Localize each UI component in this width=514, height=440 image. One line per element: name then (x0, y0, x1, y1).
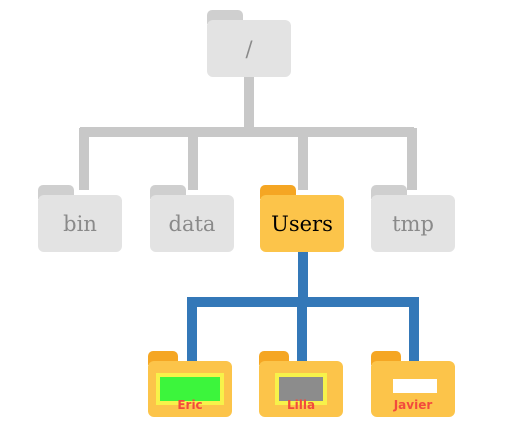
folder-data[interactable]: data (150, 185, 234, 252)
folder-lilla[interactable]: Lilla (259, 351, 343, 417)
javier-thumbnail-fill (393, 379, 437, 393)
folder-javier[interactable]: Javier (371, 351, 455, 417)
folder-tmp-label: tmp (371, 195, 455, 252)
folder-users[interactable]: Users (260, 185, 344, 252)
lilla-thumbnail-fill (279, 377, 323, 401)
folder-javier-label: Javier (393, 398, 433, 412)
folder-tmp[interactable]: tmp (371, 185, 455, 252)
root-folder[interactable]: / (207, 10, 291, 77)
folder-data-label: data (150, 195, 234, 252)
root-folder-label: / (207, 20, 291, 77)
folder-eric[interactable]: Eric (148, 351, 232, 417)
folder-bin-label: bin (38, 195, 122, 252)
eric-thumbnail-fill (160, 377, 220, 401)
folder-bin[interactable]: bin (38, 185, 122, 252)
folder-eric-label: Eric (177, 398, 203, 412)
javier-thumbnail (393, 379, 437, 393)
lilla-thumbnail (275, 373, 327, 405)
folder-lilla-label: Lilla (286, 398, 316, 412)
eric-thumbnail (156, 373, 224, 405)
folder-users-label: Users (260, 195, 344, 252)
